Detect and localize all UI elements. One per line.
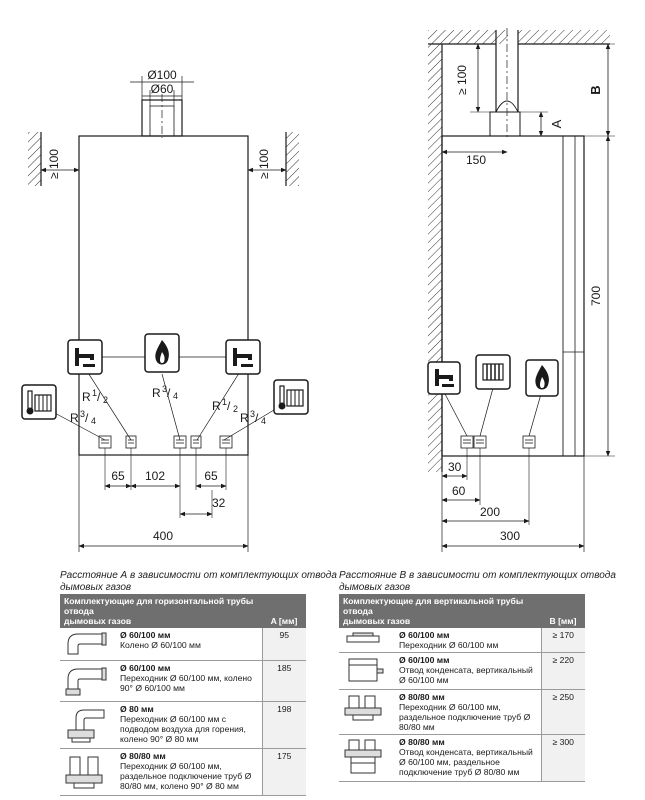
clearance-right: ≥ 100 — [257, 149, 271, 179]
dim-700: 700 — [589, 286, 603, 306]
dim-300: 300 — [500, 529, 520, 543]
dim-200: 200 — [480, 505, 500, 519]
svg-text:/: / — [227, 399, 231, 413]
thread-label-r12-right: R 1 / 2 — [212, 397, 238, 414]
svg-text:4: 4 — [261, 416, 266, 426]
svg-text:R: R — [240, 411, 249, 425]
ceiling-left — [428, 30, 508, 44]
dim-30: 30 — [448, 460, 462, 474]
thread-label-r34-centre: R 3 / 4 — [152, 384, 178, 401]
installation-drawing: Ø100 Ø60 ≥ 100 ≥ 100 R 1 / 2 R 3 / 4 R 1… — [21, 28, 615, 552]
front-view — [28, 76, 299, 552]
dim-65-right: 65 — [204, 469, 218, 483]
table-a: Комплектующие для горизонтальной трубы о… — [60, 594, 306, 796]
svg-text:R: R — [152, 386, 161, 400]
dim-60: 60 — [452, 484, 466, 498]
split-adapter-icon — [339, 689, 395, 735]
svg-text:/: / — [85, 411, 89, 425]
connection-stubs-side — [460, 435, 536, 449]
gas-flame-icon — [525, 359, 559, 397]
svg-text:/: / — [97, 390, 101, 404]
table-b-header: Комплектующие для вертикальной трубы отв… — [339, 594, 585, 628]
left-wall — [28, 132, 41, 186]
connection-stubs-front — [98, 435, 233, 449]
svg-text:1: 1 — [92, 388, 97, 398]
pipe-outer-diameter: Ø100 — [147, 68, 177, 82]
svg-text:2: 2 — [103, 395, 108, 405]
dim-400: 400 — [153, 529, 173, 543]
table-a-header: Комплектующие для горизонтальной трубы о… — [60, 594, 306, 628]
split-adapter-icon — [60, 748, 116, 796]
split-condensate-icon — [339, 734, 395, 782]
svg-text:4: 4 — [91, 416, 96, 426]
svg-text:3: 3 — [80, 409, 85, 419]
hot-water-tap-icon — [67, 339, 103, 375]
radiator-thermometer-icon — [21, 384, 57, 420]
right-wall — [286, 132, 299, 186]
back-wall — [428, 44, 442, 472]
svg-text:R: R — [82, 390, 91, 404]
vertical-adapter-icon — [339, 628, 395, 653]
svg-text:R: R — [70, 411, 79, 425]
dim-32: 32 — [212, 496, 226, 510]
elbow-fitting-icon — [60, 628, 116, 661]
adapter-elbow-icon — [60, 660, 116, 702]
svg-text:R: R — [212, 399, 221, 413]
boiler-front-body — [78, 135, 249, 456]
svg-text:/: / — [167, 386, 171, 400]
dim-65-left: 65 — [111, 469, 125, 483]
clearance-top: ≥ 100 — [455, 65, 469, 95]
thread-label-r34-left: R 3 / 4 — [70, 409, 96, 426]
table-a-caption: Расстояние А в зависимости от комплектую… — [60, 570, 337, 593]
svg-text:/: / — [255, 411, 259, 425]
dim-a-label: A — [549, 119, 564, 128]
dim-b-label: B — [588, 85, 603, 94]
svg-text:1: 1 — [222, 397, 227, 407]
dim-150: 150 — [466, 153, 486, 167]
radiator-thermometer-icon — [273, 379, 309, 415]
svg-text:2: 2 — [233, 404, 238, 414]
thread-label-r12-left: R 1 / 2 — [82, 388, 108, 405]
ceiling-right — [518, 30, 610, 44]
hot-water-tap-icon — [427, 361, 461, 395]
hot-water-tap-icon — [225, 339, 261, 375]
table-b-caption: Расстояние В в зависимости от комплектую… — [339, 570, 616, 593]
condensate-drain-icon — [339, 652, 395, 690]
clearance-left: ≥ 100 — [47, 149, 61, 179]
svg-text:4: 4 — [173, 391, 178, 401]
air-supply-adapter-icon — [60, 701, 116, 749]
pipe-inner-diameter: Ø60 — [151, 82, 174, 96]
svg-text:3: 3 — [250, 409, 255, 419]
svg-text:3: 3 — [162, 384, 167, 394]
gas-flame-icon — [144, 333, 180, 373]
table-b: Комплектующие для вертикальной трубы отв… — [339, 594, 585, 782]
dim-102: 102 — [145, 469, 165, 483]
radiator-icon — [475, 354, 511, 390]
thread-label-r34-right: R 3 / 4 — [240, 409, 266, 426]
